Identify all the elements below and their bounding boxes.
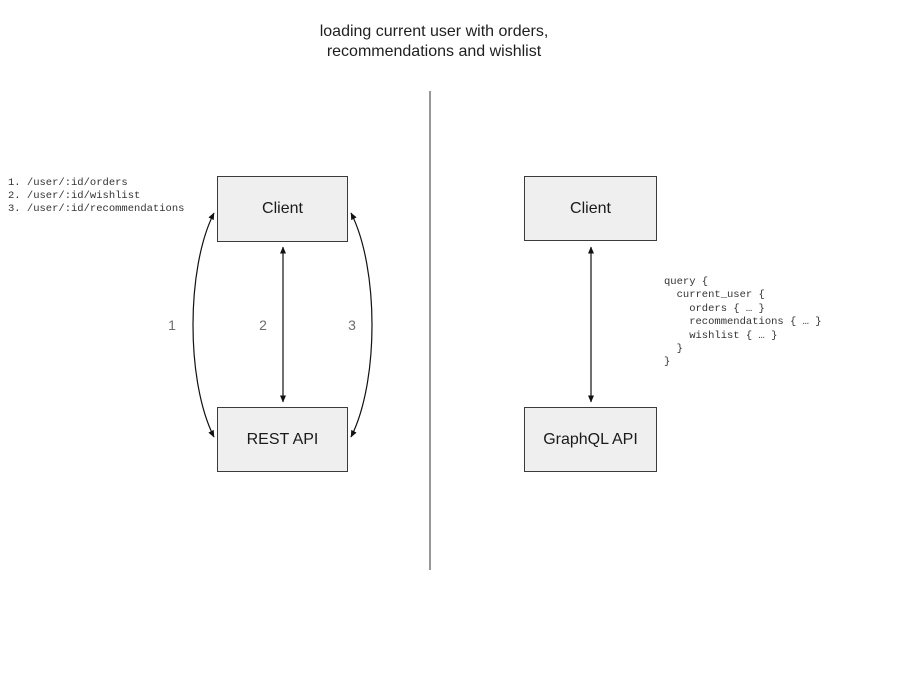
graphql-api-label: GraphQL API [543, 430, 638, 448]
rest-api-node: REST API [217, 407, 348, 472]
rest-api-label: REST API [246, 430, 319, 448]
rest-endpoints-list: 1. /user/:id/orders 2. /user/:id/wishlis… [8, 177, 185, 216]
arrow-label-3: 3 [348, 317, 356, 333]
graphql-client-node: Client [524, 176, 657, 241]
rest-client-node: Client [217, 176, 348, 242]
graphql-client-label: Client [570, 199, 611, 217]
graphql-api-node: GraphQL API [524, 407, 657, 472]
arrow-label-2: 2 [259, 317, 267, 333]
rest-arrow-1-curve [192, 212, 215, 438]
arrow-label-1: 1 [168, 317, 176, 333]
diagram-title: loading current user with orders, recomm… [319, 23, 549, 60]
graphql-query-code: query { current_user { orders { … } reco… [664, 276, 822, 369]
rest-client-label: Client [262, 200, 303, 217]
